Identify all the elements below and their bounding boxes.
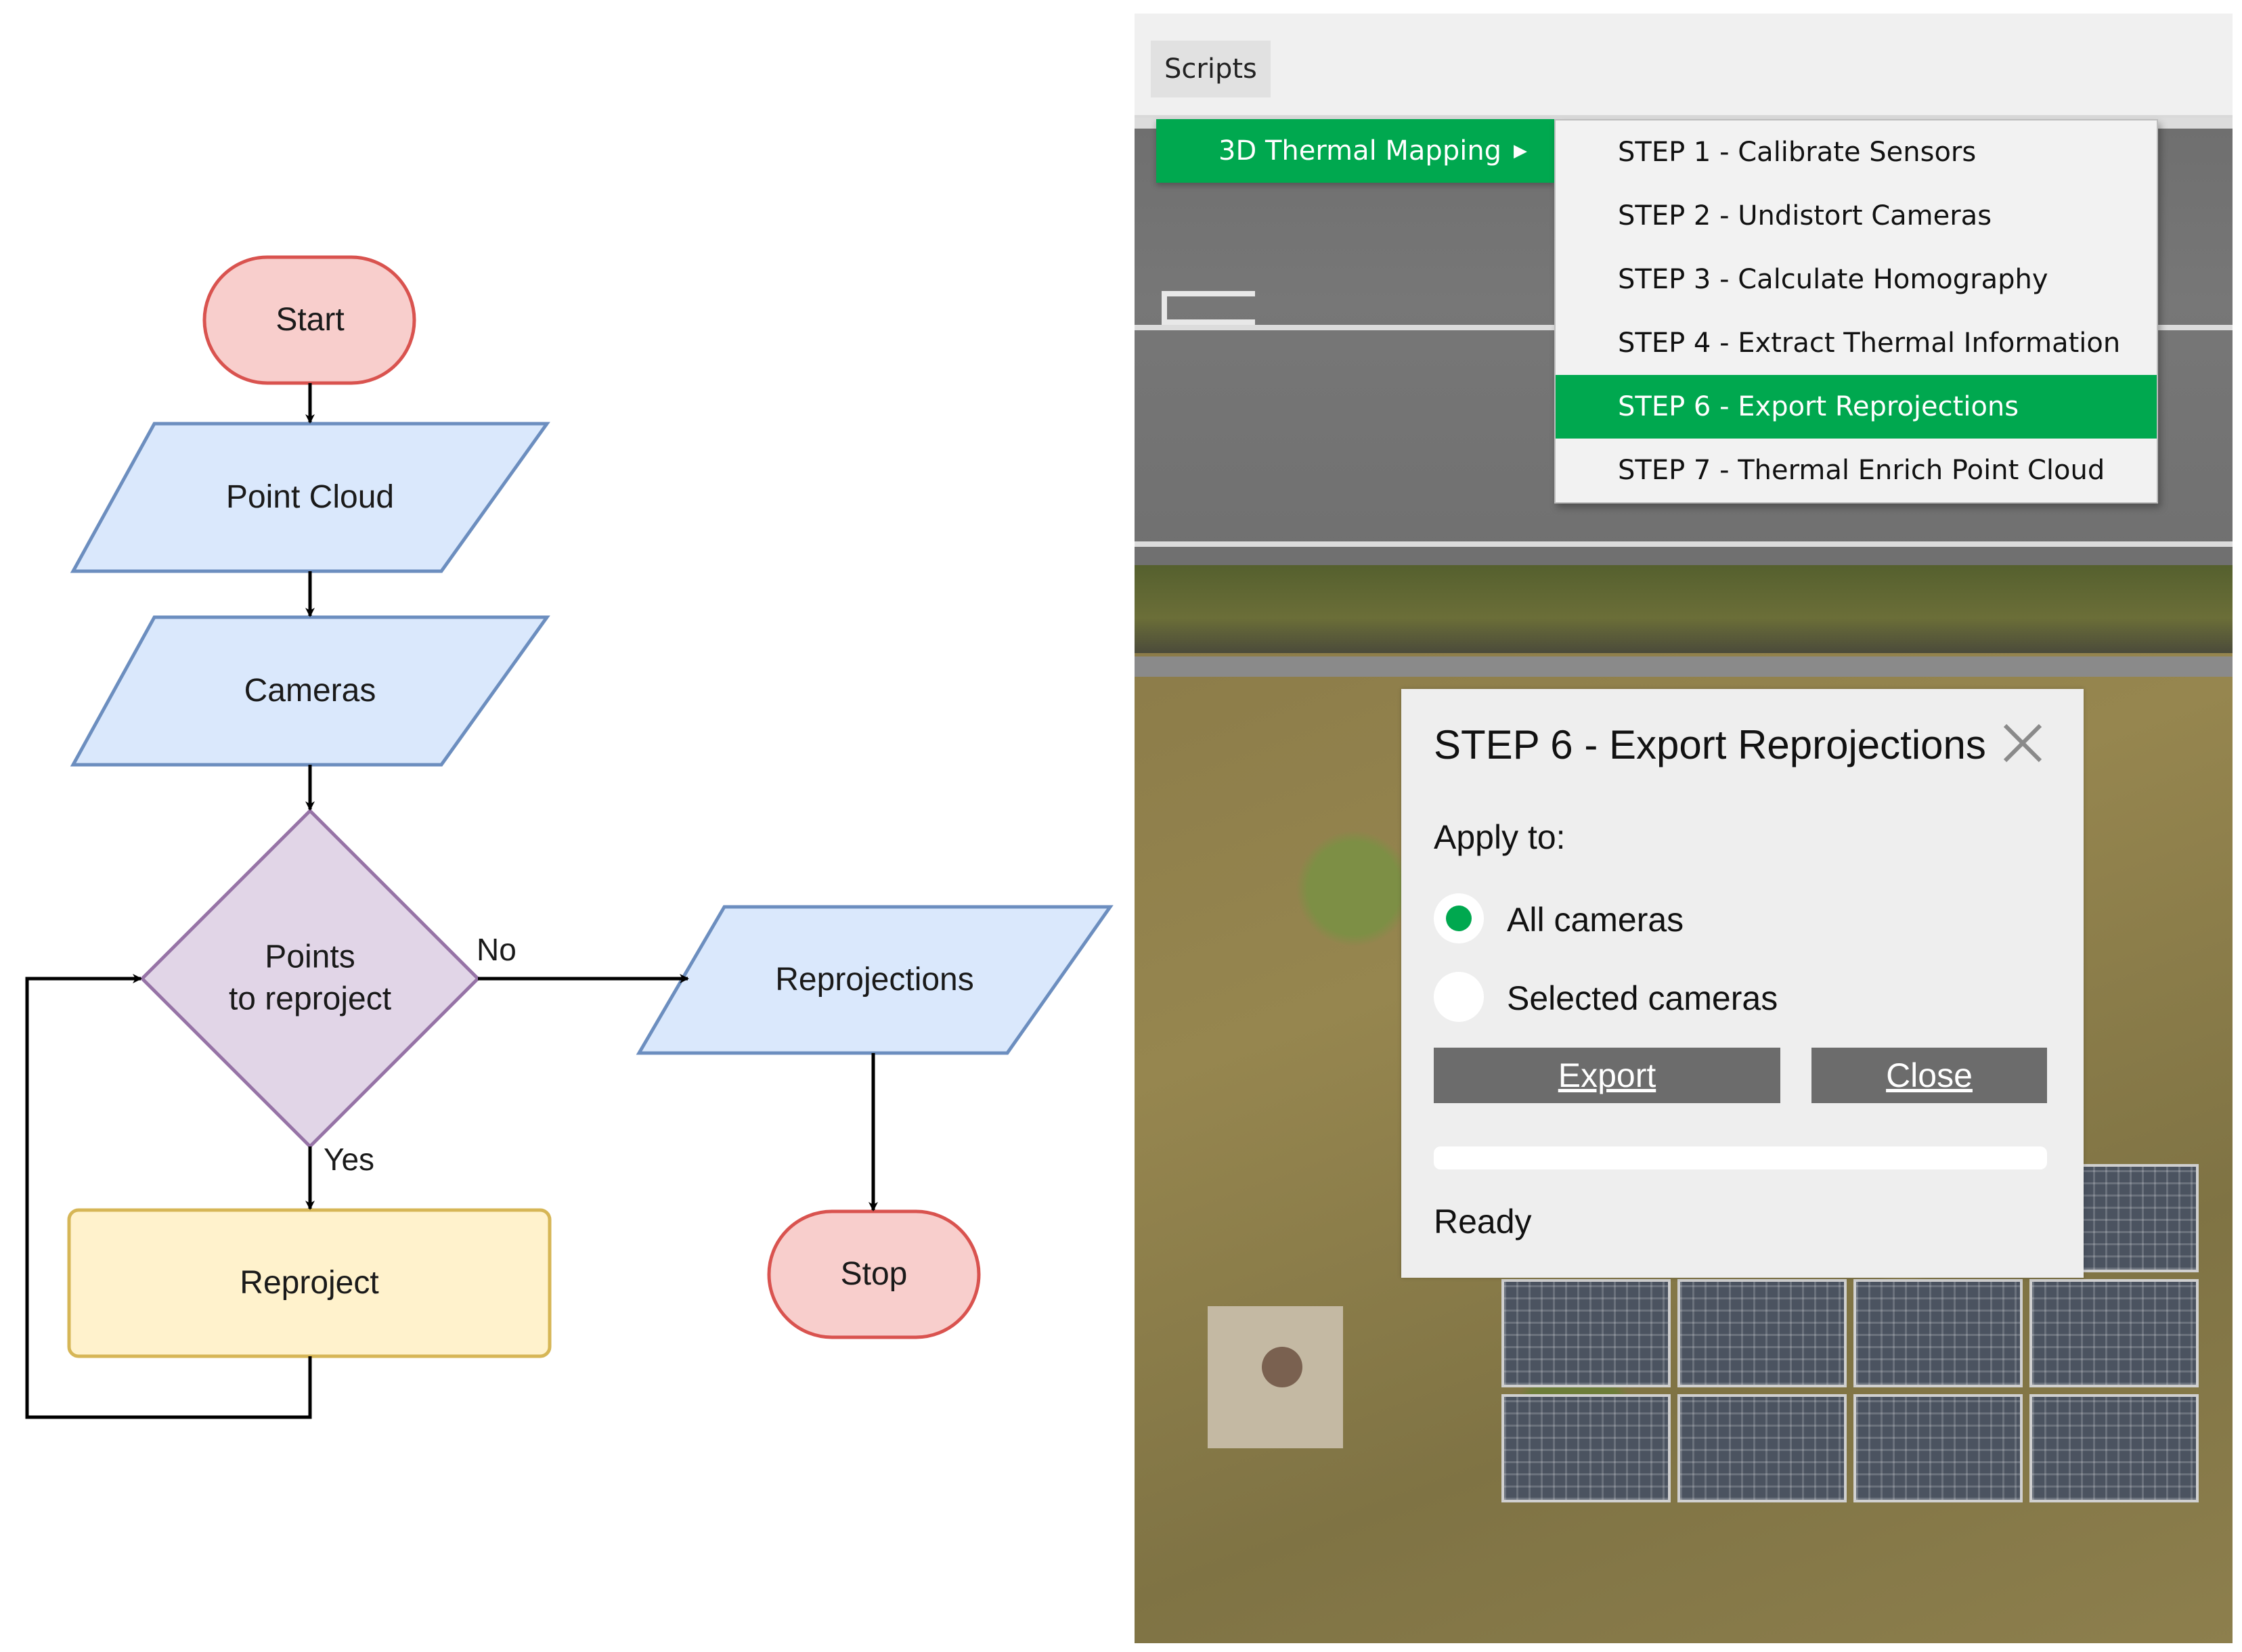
decision-label-line1: Points (265, 939, 355, 975)
reprojections-node-shape (636, 905, 1114, 1055)
solar-panel (1853, 1279, 2023, 1387)
menu-item-label: 3D Thermal Mapping (1218, 135, 1502, 166)
stop-node-label: Stop (840, 1255, 908, 1292)
solar-panel (2029, 1279, 2199, 1387)
solar-panel (1677, 1394, 1847, 1502)
submenu-item-step-1[interactable]: STEP 1 - Calibrate Sensors (1618, 137, 1977, 168)
flowchart-canvas (25, 255, 1114, 1419)
status-text: Ready (1434, 1203, 1532, 1241)
reprojections-node-label: Reprojections (775, 961, 974, 998)
road-marking (1162, 291, 1255, 325)
export-button[interactable]: Export (1434, 1048, 1780, 1103)
road-line (1135, 541, 2233, 547)
all-cameras-label[interactable]: All cameras (1507, 901, 1684, 939)
submenu-item-step-2[interactable]: STEP 2 - Undistort Cameras (1618, 200, 1992, 231)
vegetation-strip (1135, 565, 2233, 653)
submenu-item-step-3[interactable]: STEP 3 - Calculate Homography (1618, 264, 2048, 295)
dialog-title: STEP 6 - Export Reprojections (1434, 722, 1986, 767)
stop-node-shape (767, 1209, 981, 1339)
point-cloud-node-shape (70, 422, 550, 573)
yes-edge-label: Yes (324, 1142, 375, 1177)
radio-selected-dot (1446, 906, 1472, 931)
solar-panel (1853, 1394, 2023, 1502)
point-cloud-node-label: Point Cloud (225, 478, 395, 515)
thermal-mapping-submenu: STEP 1 - Calibrate Sensors STEP 2 - Undi… (1554, 119, 2158, 504)
manhole-cover (1262, 1347, 1302, 1387)
solar-panel (1501, 1279, 1671, 1387)
reproject-node-label: Reproject (240, 1264, 379, 1301)
edge-reproject-loop (25, 974, 312, 1419)
no-edge-label: No (477, 932, 516, 967)
close-x-icon[interactable] (2001, 721, 2044, 765)
chevron-right-icon: ▶ (1514, 141, 1527, 161)
software-screenshot: Scripts 3D Thermal Mapping ▶ STEP 1 - Ca… (1135, 14, 2233, 1643)
export-reprojections-dialog: STEP 6 - Export Reprojections Apply to: … (1401, 689, 2084, 1278)
selected-cameras-radio[interactable] (1434, 972, 1484, 1022)
menu-bar: Scripts (1135, 14, 2233, 118)
concrete-pad (1208, 1306, 1343, 1448)
solar-panel (2029, 1394, 2199, 1502)
solar-panel-array (1501, 1164, 2199, 1502)
submenu-item-step-4[interactable]: STEP 4 - Extract Thermal Information (1618, 328, 2121, 359)
close-button[interactable]: Close (1811, 1048, 2047, 1103)
submenu-item-step-7[interactable]: STEP 7 - Thermal Enrich Point Cloud (1618, 455, 2105, 486)
progress-bar (1434, 1146, 2047, 1169)
scripts-menu[interactable]: Scripts (1151, 41, 1271, 97)
solar-panel (1677, 1279, 1847, 1387)
decision-label-line2: to reproject (228, 981, 392, 1017)
start-node-label: Start (276, 301, 345, 338)
all-cameras-radio[interactable] (1434, 893, 1484, 943)
menu-item-3d-thermal-mapping[interactable]: 3D Thermal Mapping ▶ (1156, 119, 1554, 183)
apply-to-label: Apply to: (1434, 818, 1566, 856)
decision-node-label: Points to reproject (229, 937, 391, 1021)
curb (1135, 656, 2233, 677)
solar-panel (1501, 1394, 1671, 1502)
submenu-item-step-6[interactable]: STEP 6 - Export Reprojections (1556, 375, 2157, 439)
cameras-node-shape (70, 615, 550, 767)
cameras-node-label: Cameras (244, 672, 376, 709)
selected-cameras-label[interactable]: Selected cameras (1507, 979, 1778, 1017)
flowchart: Start Point Cloud Cameras Points to repr… (25, 255, 1114, 1419)
